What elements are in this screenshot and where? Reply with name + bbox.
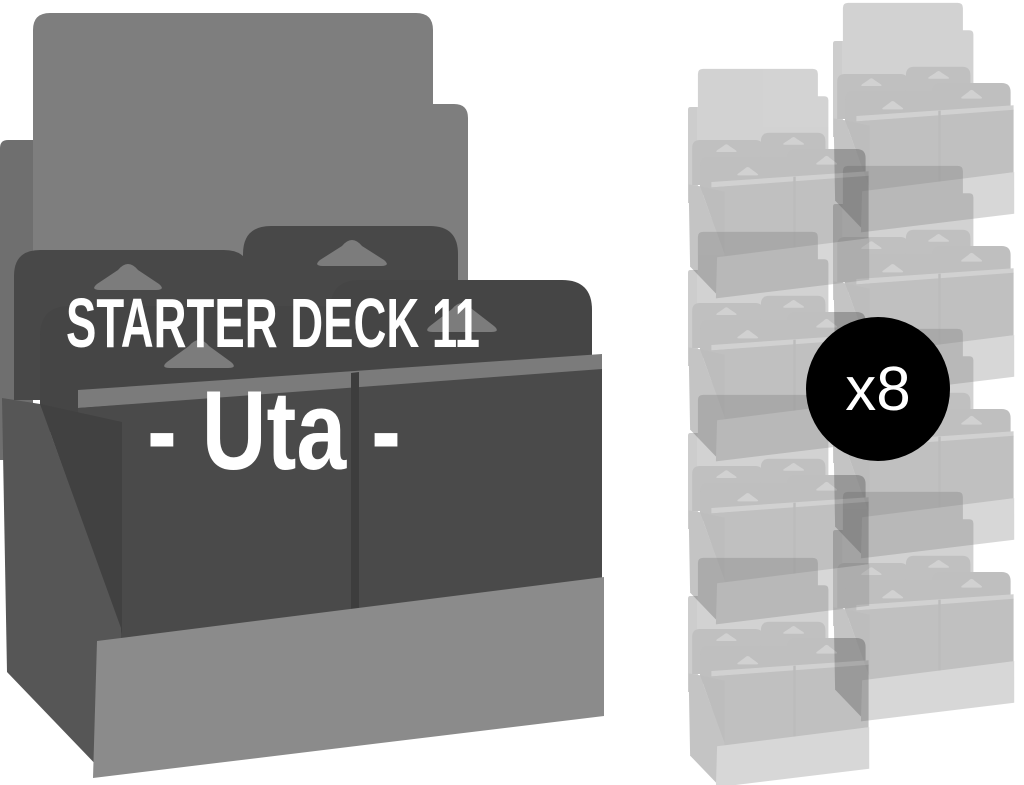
quantity-badge-label: x8 xyxy=(845,355,910,424)
product-title-line2: - Uta - xyxy=(147,368,401,493)
product-title-line1: STARTER DECK 11 xyxy=(66,284,480,362)
main-display-box: STARTER DECK 11 - Uta - xyxy=(0,13,604,778)
quantity-badge: x8 xyxy=(806,317,950,461)
quantity-badge-circle xyxy=(806,317,950,461)
